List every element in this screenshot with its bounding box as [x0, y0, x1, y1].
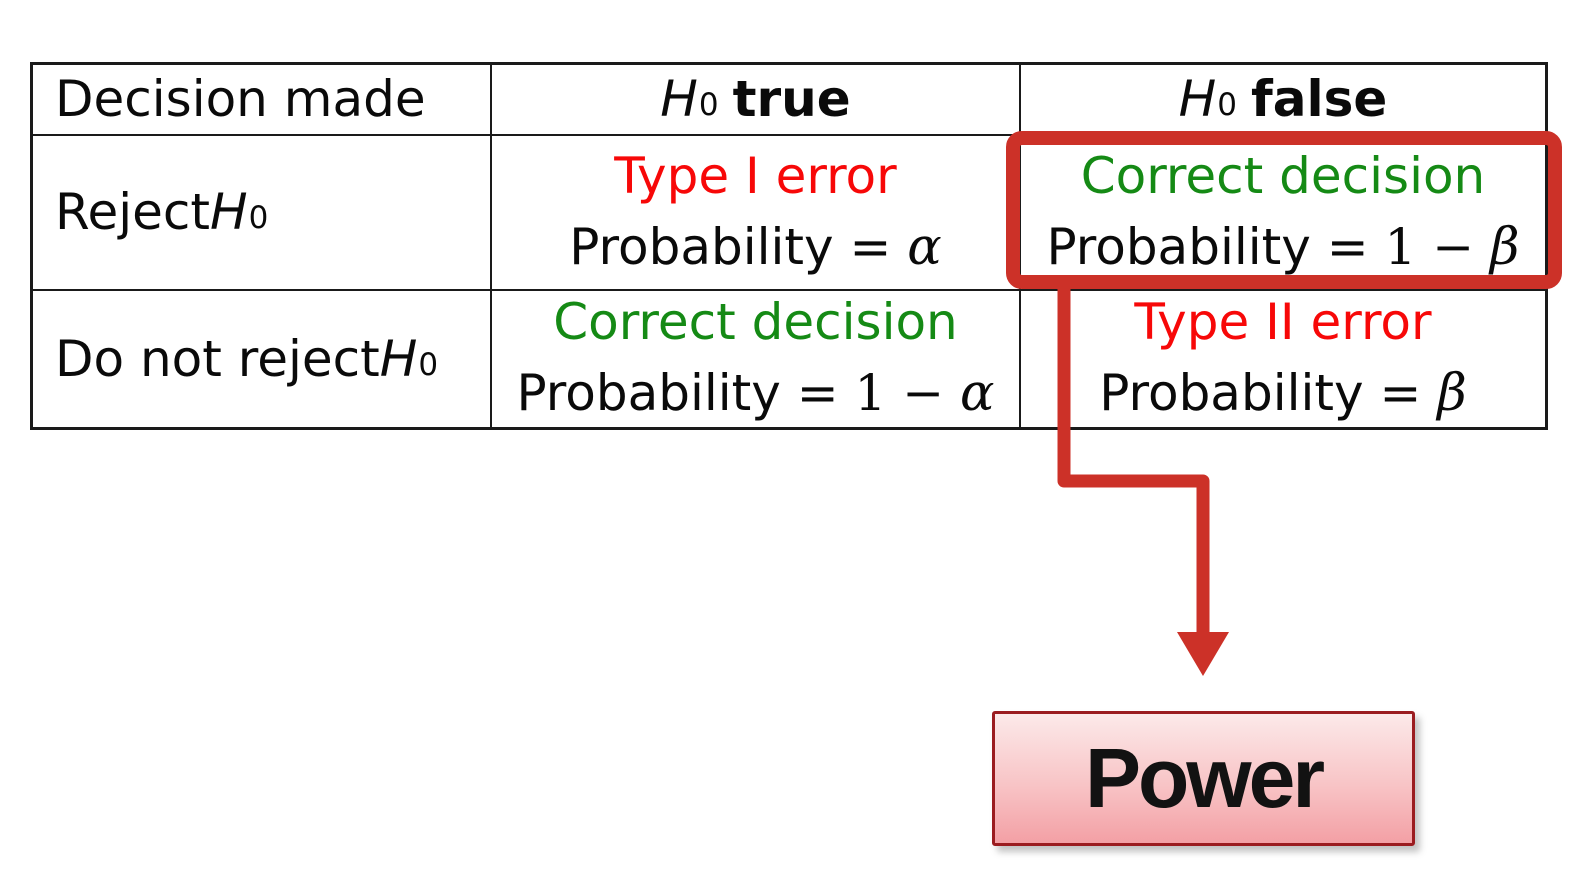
cell-correct-decision-power: Correct decision Probability = 1 − β [1019, 134, 1545, 289]
power-box: Power [992, 711, 1415, 846]
header-false-label: false [1251, 70, 1388, 128]
cell-line2: Probability = 1 − α [517, 366, 995, 422]
row-label-text: Reject [55, 183, 211, 241]
header-decision-made: Decision made [33, 65, 490, 134]
greek-letter-alpha: α [960, 364, 995, 424]
greek-letter-beta: β [1437, 364, 1467, 424]
greek-letter-alpha: α [907, 217, 942, 277]
h0-italic: H [660, 70, 698, 128]
power-label: Power [1084, 731, 1325, 825]
math-text: 1 − [854, 364, 961, 423]
probability-text: Probability = [1099, 364, 1438, 423]
h0-italic: H [1178, 70, 1217, 128]
cell-line1: Type II error [1134, 293, 1432, 352]
cell-line1: Correct decision [1080, 146, 1486, 205]
probability-text: Probability = [1046, 217, 1385, 276]
probability-text: Probability = [569, 217, 908, 276]
h0-italic: H [379, 329, 418, 388]
cell-line2: Probability = α [569, 217, 942, 277]
greek-letter-beta: β [1490, 217, 1520, 277]
cell-line1: Correct decision [553, 293, 958, 352]
header-decision-made-label: Decision made [55, 70, 426, 128]
arrowhead-icon [1177, 632, 1229, 676]
cell-type1-error: Type I error Probability = α [490, 134, 1019, 289]
cell-line2: Probability = 1 − β [1046, 217, 1520, 277]
cell-line2: Probability = β [1099, 366, 1466, 422]
math-text: 1 − [1384, 217, 1490, 276]
h0-italic: H [210, 183, 248, 241]
probability-text: Probability = [516, 364, 855, 423]
cell-correct-decision: Correct decision Probability = 1 − α [490, 289, 1019, 427]
row-label-text: Do not reject [55, 329, 380, 388]
header-true-label: true [732, 70, 851, 128]
cell-type2-error: Type II error Probability = β [1019, 289, 1545, 427]
cell-line1: Type I error [614, 146, 897, 205]
